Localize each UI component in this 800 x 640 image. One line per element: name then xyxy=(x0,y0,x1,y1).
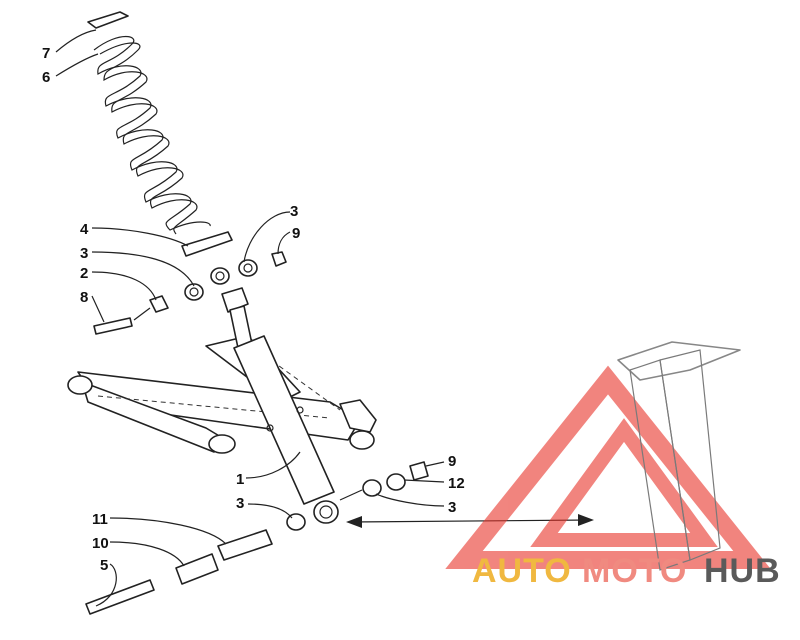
callout-7: 7 xyxy=(42,45,50,62)
watermark-text: AUTO MOTO HUB xyxy=(472,552,781,590)
upper-hardware xyxy=(93,251,287,335)
coil-spring xyxy=(87,11,211,235)
lower-hardware xyxy=(85,461,429,615)
callout-1: 1 xyxy=(236,471,244,488)
callout-labels: 7 6 4 3 3 9 2 8 1 3 9 12 3 11 10 5 xyxy=(42,45,465,574)
callout-11: 11 xyxy=(92,511,108,528)
callout-8: 8 xyxy=(80,289,88,306)
watermark-part2: MOTO xyxy=(582,552,687,590)
callout-9: 9 xyxy=(448,453,456,470)
watermark-part1: AUTO xyxy=(472,552,572,590)
callout-12: 12 xyxy=(448,475,465,492)
shock-absorber xyxy=(221,287,339,524)
watermark-part3: HUB xyxy=(704,552,781,590)
callout-10: 10 xyxy=(92,535,109,552)
callout-4: 4 xyxy=(80,221,89,238)
a-arm xyxy=(67,335,377,454)
callout-9: 9 xyxy=(292,225,300,242)
callout-6: 6 xyxy=(42,69,50,86)
leader-lines xyxy=(55,29,445,607)
spring-seat xyxy=(181,231,233,257)
callout-5: 5 xyxy=(100,557,108,574)
callout-3: 3 xyxy=(448,499,456,516)
callout-3: 3 xyxy=(290,203,298,220)
callout-3: 3 xyxy=(236,495,244,512)
watermark-logo xyxy=(445,341,771,571)
steering-post xyxy=(617,341,741,571)
callout-2: 2 xyxy=(80,265,88,282)
callout-3: 3 xyxy=(80,245,88,262)
